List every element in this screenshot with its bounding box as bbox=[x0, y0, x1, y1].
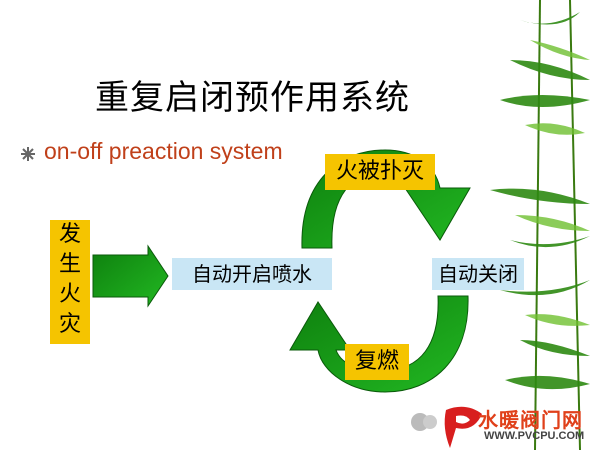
fire-occurs-box: 发 生 火 灾 bbox=[50, 220, 90, 344]
watermark-brand: 水暖阀门网 bbox=[478, 408, 583, 432]
reignite-box: 复燃 bbox=[345, 344, 409, 380]
fire-occurs-char: 发 bbox=[58, 222, 81, 247]
slide-title: 重复启闭预作用系统 bbox=[95, 78, 410, 118]
slide-subtitle: on-off preaction system bbox=[44, 138, 283, 164]
watermark-logo bbox=[411, 406, 482, 448]
bamboo-decoration bbox=[490, 0, 590, 450]
bottom-cycle-arrow bbox=[289, 295, 469, 393]
fire-occurs-char: 灾 bbox=[58, 312, 81, 337]
start-arrow bbox=[92, 244, 169, 308]
fire-occurs-char: 火 bbox=[58, 282, 81, 307]
spray-box: 自动开启喷水 bbox=[172, 258, 332, 290]
close-box: 自动关闭 bbox=[432, 258, 524, 290]
bullet-star-icon bbox=[21, 147, 35, 161]
extinguished-box: 火被扑灭 bbox=[325, 154, 435, 190]
watermark-url: WWW.PVCPU.COM bbox=[484, 430, 585, 442]
fire-occurs-char: 生 bbox=[58, 252, 81, 277]
